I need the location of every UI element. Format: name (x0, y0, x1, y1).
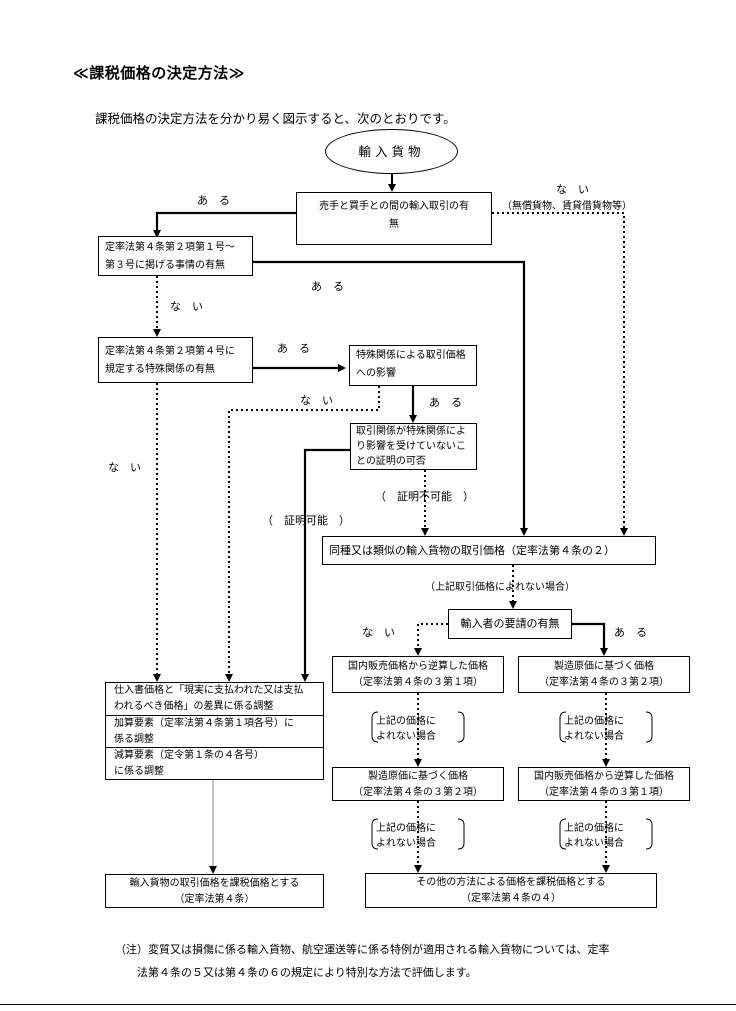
node-line: 加算要素（定率法第４条第１項各号）に (114, 718, 294, 729)
bracket-line: よれない場合 (564, 838, 624, 849)
node-left-computed: 製造原価に基づく価格 （定率法第４条の３第２項） (332, 767, 504, 801)
node-relationship-influence: 特殊関係による取引価格 への影響 (349, 345, 477, 386)
label-aru-5: あ る (614, 626, 647, 639)
label-fallback-left-1: 上記の価格に よれない場合 (376, 714, 436, 744)
node-line: との証明の可否 (356, 456, 426, 467)
footnote: （注）変質又は損傷に係る輸入貨物、航空運送等に係る特例が適用される輸入貨物につい… (115, 938, 675, 984)
label-nai-5: な い (362, 626, 395, 639)
label-fallback-left-2: 上記の価格に よれない場合 (376, 821, 436, 851)
node-adjust-deduction: 減算要素（定令第１条の４各号） に係る調整 (105, 747, 324, 780)
label-fallback-right-1: 上記の価格に よれない場合 (564, 714, 624, 744)
label-nai-sub: （無償貨物、賃貸借貨物等） (502, 201, 632, 212)
node-adjust-invoice: 仕入書価格と「現実に支払われた又は支払 われるべき価格」の差異に係る調整 (105, 682, 324, 716)
node-line: 定率法第４条第２項第１号～ (105, 242, 235, 253)
label-nai-2: な い (170, 300, 203, 313)
footnote-line-1: （注）変質又は損傷に係る輸入貨物、航空運送等に係る特例が適用される輸入貨物につい… (115, 943, 610, 956)
node-line: 製造原価に基づく価格 (368, 771, 468, 782)
node-right-computed: 製造原価に基づく価格 （定率法第４条の３第２項） (518, 656, 690, 693)
node-line: （定率法第４条の３第２項） (353, 787, 483, 798)
node-line: 特殊関係による取引価格 (356, 350, 466, 361)
node-line: 製造原価に基づく価格 (554, 661, 654, 672)
connector (225, 386, 380, 682)
node-adjust-addition: 加算要素（定率法第４条第１項各号）に 係る調整 (105, 715, 324, 748)
connector (153, 211, 296, 238)
intro-text: 課税価格の決定方法を分かり易く図示すると、次のとおりです。 (95, 111, 456, 126)
node-line: 定率法第４条第２項第４号に (105, 346, 235, 357)
node-line: （定率法第４条の３第１項） (353, 677, 483, 688)
node-line: 国内販売価格から逆算した価格 (348, 661, 488, 672)
node-right-deductive: 国内販売価格から逆算した価格 （定率法第４条の３第１項） (518, 767, 690, 801)
connector (572, 622, 608, 656)
label-fallback-right-2: 上記の価格に よれない場合 (564, 821, 624, 851)
bracket-line: よれない場合 (376, 731, 436, 742)
node-import-transaction: 売手と買手との間の輸入取引の有 無 (296, 192, 492, 245)
node-final-transaction-value: 輸入貨物の取引価格を課税価格とする （定率法第４条） (105, 874, 324, 908)
node-line: 仕入書価格と「現実に支払われた又は支払 (114, 685, 304, 696)
bracket-line: 上記の価格に (564, 823, 624, 834)
node-line: その他の方法による価格を課税価格とする (416, 877, 606, 888)
node-line: （定率法第４条） (174, 894, 255, 905)
label-nai-4: な い (108, 461, 141, 474)
bracket-line: よれない場合 (376, 838, 436, 849)
node-proof-possibility: 取引関係が特殊関係によ り影響を受けていないこ との証明の可否 (350, 423, 477, 470)
node-line: われるべき価格」の差異に係る調整 (114, 701, 274, 712)
start-node: 輸入貨物 (325, 129, 458, 174)
node-line: 取引関係が特殊関係によ (356, 426, 466, 437)
connector (492, 212, 628, 536)
node-line: 同種又は類似の輸入貨物の取引価格（定率法第４条の２） (329, 544, 615, 557)
node-line: り影響を受けていないこ (356, 441, 466, 452)
node-line: 輸入者の要請の有無 (460, 617, 560, 630)
connector (301, 448, 350, 682)
label-aru-1: あ る (197, 194, 230, 207)
node-importer-request: 輸入者の要請の有無 (448, 609, 572, 639)
node-article4-2-1-3: 定率法第４条第２項第１号～ 第３号に掲げる事情の有無 (98, 236, 253, 276)
bracket-line: 上記の価格に (376, 823, 436, 834)
bracket-line: 上記の価格に (376, 716, 436, 727)
node-similar-goods: 同種又は類似の輸入貨物の取引価格（定率法第４条の２） (322, 536, 656, 565)
label-proof-impossible: （ 証明不可能 ） (375, 490, 474, 503)
node-line: 無 (389, 219, 399, 230)
node-line: 規定する特殊関係の有無 (105, 364, 215, 375)
node-line: （定率法第４条の４） (461, 893, 561, 904)
bracket-line: よれない場合 (564, 731, 624, 742)
node-left-deductive: 国内販売価格から逆算した価格 （定率法第４条の３第１項） (332, 656, 504, 693)
label-aru-4: あ る (429, 396, 462, 409)
node-line: 国内販売価格から逆算した価格 (534, 771, 674, 782)
node-line: （定率法第４条の３第２項） (539, 677, 669, 688)
node-line: 輸入貨物の取引価格を課税価格とする (129, 878, 300, 889)
node-line: 係る調整 (114, 734, 154, 745)
node-line: 減算要素（定令第１条の４各号） (114, 750, 264, 761)
node-line: 第３号に掲げる事情の有無 (105, 260, 225, 271)
connector (253, 260, 528, 536)
label-not-usable: （上記取引価格によれない場合） (425, 582, 575, 593)
node-line: に係る調整 (114, 766, 164, 777)
label-aru-2: あ る (311, 280, 344, 293)
footnote-line-2: 法第４条の５又は第４条の６の規定により特別な方法で評価します。 (137, 966, 477, 979)
label-aru-3: あ る (277, 342, 310, 355)
label-nai-3: な い (300, 394, 333, 407)
node-special-relationship: 定率法第４条第２項第４号に 規定する特殊関係の有無 (98, 337, 253, 383)
start-node-label: 輸入貨物 (358, 144, 425, 159)
bracket-line: 上記の価格に (564, 716, 624, 727)
node-line: 売手と買手との間の輸入取引の有 (319, 201, 469, 212)
page-title: ≪課税価格の決定方法≫ (73, 64, 245, 82)
footer-divider (0, 1004, 736, 1005)
label-nai-1: な い (556, 183, 589, 196)
connector (414, 623, 448, 656)
node-line: への影響 (356, 368, 396, 379)
label-proof-possible: （ 証明可能 ） (262, 514, 350, 527)
node-line: （定率法第４条の３第１項） (539, 787, 669, 798)
node-final-other-method: その他の方法による価格を課税価格とする （定率法第４条の４） (365, 873, 657, 908)
